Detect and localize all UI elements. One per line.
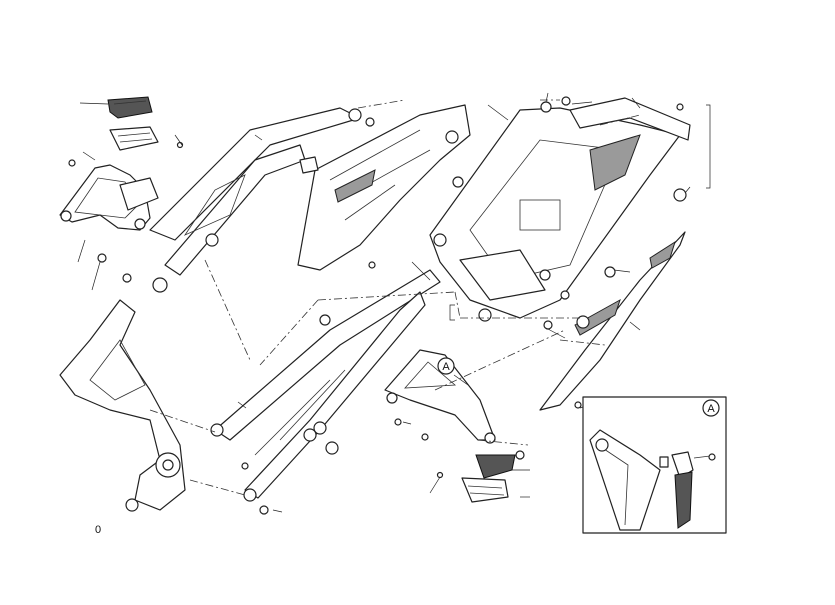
leader-lines [77, 92, 691, 513]
fasteners [68, 96, 687, 515]
detail-marker-a[interactable]: A [437, 357, 455, 375]
rear-subframe-left-tube[interactable] [149, 107, 362, 293]
detail-inset-a[interactable]: A [582, 396, 727, 534]
left-rear-frame-casting[interactable] [59, 299, 186, 512]
tail-side-panel[interactable] [539, 231, 686, 411]
figure-number: 0 [95, 524, 101, 536]
seat-carrier-tray[interactable] [429, 97, 691, 322]
right-footpeg[interactable] [461, 477, 509, 503]
left-footpeg[interactable] [109, 126, 159, 151]
undertray-housing[interactable] [297, 104, 471, 271]
callout-ticks [449, 104, 711, 321]
right-footpeg-rubber[interactable] [475, 454, 516, 479]
left-footpeg-rubber[interactable] [107, 96, 153, 119]
left-footpeg-bracket-assembly[interactable] [59, 164, 159, 231]
lower-subframe-tube[interactable] [210, 269, 441, 502]
detail-inset-a-label: A [707, 403, 715, 415]
detail-marker-a-label: A [442, 361, 450, 373]
right-footpeg-bracket[interactable] [384, 349, 496, 444]
assembly-lines [149, 99, 641, 496]
